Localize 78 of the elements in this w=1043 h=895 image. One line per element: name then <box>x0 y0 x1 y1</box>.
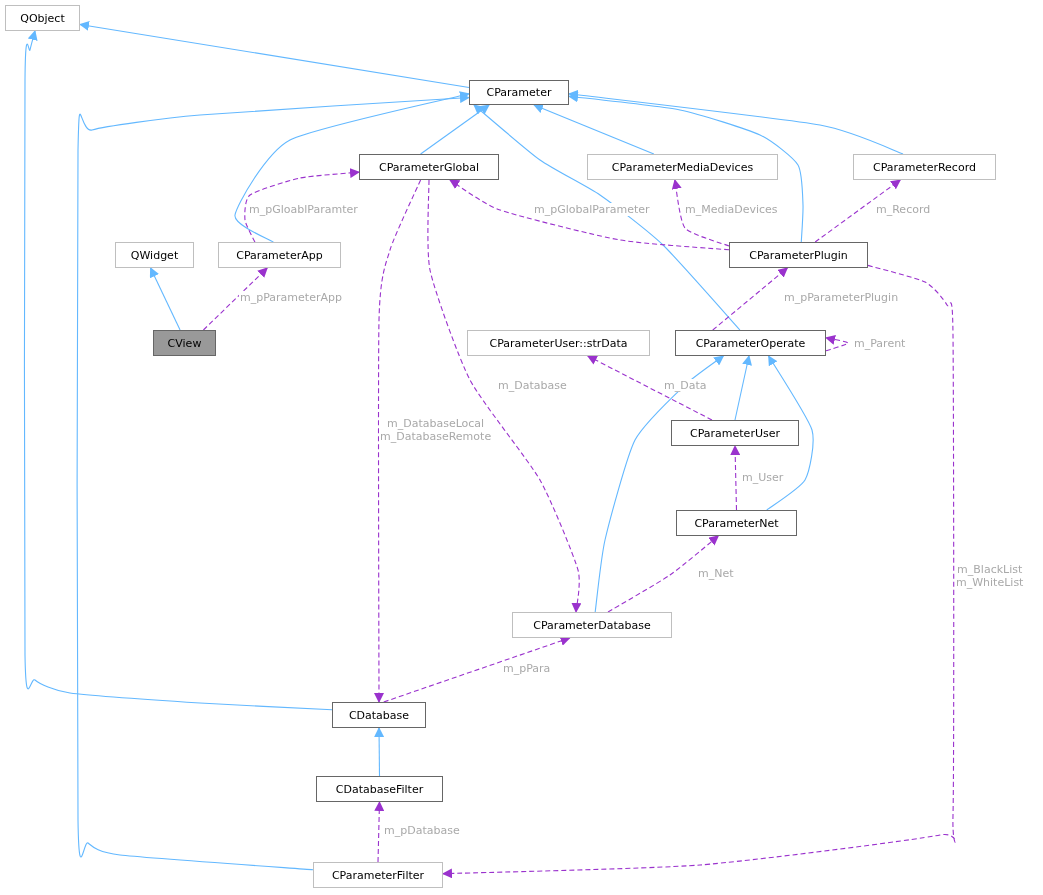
class-box <box>359 154 499 180</box>
edge-label: m_pDatabase <box>383 824 461 837</box>
class-box <box>332 702 426 728</box>
arrow <box>734 355 752 421</box>
class-box <box>853 154 996 180</box>
class-name: CParameterGlobal <box>379 160 479 174</box>
edge-label: m_pParameterApp <box>239 291 343 304</box>
class-name: CParameterNet <box>694 516 779 530</box>
edge-label: m_BlackList m_WhiteList <box>955 563 1025 589</box>
class-name: CParameterDatabase <box>533 618 651 632</box>
edge-label: m_Parent <box>853 337 907 350</box>
dashed-arrow <box>814 179 901 243</box>
class-box <box>587 154 778 180</box>
edge-label: m_pParameterPlugin <box>783 291 900 304</box>
arrow <box>149 267 181 331</box>
class-box <box>313 862 443 888</box>
arrow <box>594 355 725 613</box>
class-box <box>675 330 826 356</box>
arrow <box>79 21 470 89</box>
class-box <box>469 80 569 105</box>
class-box <box>729 242 868 268</box>
class-name: CDatabase <box>348 708 410 722</box>
edge-label: m_Record <box>875 203 932 216</box>
class-box <box>676 510 797 536</box>
arrow <box>533 103 655 155</box>
arrow <box>568 89 904 155</box>
edge-label: m_User <box>741 471 785 484</box>
class-name: CParameterOperate <box>695 336 806 350</box>
class-box <box>153 330 216 356</box>
class-name: CParameterApp <box>236 248 323 262</box>
class-name: CParameterUser::strData <box>489 336 628 350</box>
dashed-arrow <box>374 801 385 863</box>
dashed-arrow <box>427 179 582 613</box>
arrow <box>374 727 385 777</box>
arrow <box>568 92 804 243</box>
edge-label: m_pGloablParamter <box>248 203 359 216</box>
class-name: CParameterFilter <box>331 868 425 882</box>
edge-label: m_pPara <box>502 662 552 675</box>
class-box <box>512 612 672 638</box>
class-box <box>115 242 194 268</box>
edge-label: m_Data <box>663 379 708 392</box>
edge-label: m_Net <box>697 567 735 580</box>
dashed-arrow <box>374 179 422 703</box>
class-box <box>671 420 799 446</box>
dashed-arrow <box>607 535 720 613</box>
class-box <box>218 242 341 268</box>
class-name: CView <box>167 336 202 350</box>
dashed-arrow <box>671 179 730 247</box>
class-name: CParameterUser <box>690 426 780 440</box>
dashed-arrow <box>202 267 268 331</box>
class-name: CParameter <box>486 86 552 99</box>
dashed-arrow <box>244 168 360 243</box>
class-box <box>467 330 650 356</box>
class-name: CParameterMediaDevices <box>611 160 754 174</box>
dashed-arrow <box>825 334 849 352</box>
class-name: QObject <box>20 11 65 25</box>
class-name: CParameterRecord <box>873 160 976 174</box>
dashed-arrow <box>442 264 957 879</box>
edge-label: m_pGlobalParameter <box>533 203 651 216</box>
edge-label: m_MediaDevices <box>684 203 779 216</box>
dashed-arrow <box>730 445 741 511</box>
arrow <box>76 93 470 871</box>
class-box <box>5 5 80 31</box>
edge-label: m_Database <box>497 379 568 392</box>
class-name: CParameterPlugin <box>749 248 848 262</box>
dashed-arrow <box>586 355 713 421</box>
class-box <box>316 776 443 802</box>
arrow <box>420 104 490 155</box>
class-name: CDatabaseFilter <box>335 782 424 796</box>
dashed-arrow <box>449 179 730 251</box>
edge-label: m_DatabaseLocal m_DatabaseRemote <box>379 417 493 443</box>
dashed-arrow <box>712 267 789 331</box>
class-name: QWidget <box>130 248 179 262</box>
arrow <box>23 30 333 711</box>
arrow <box>766 355 814 511</box>
arrow <box>234 91 470 243</box>
arrow <box>473 104 741 331</box>
dashed-arrow <box>383 636 571 703</box>
